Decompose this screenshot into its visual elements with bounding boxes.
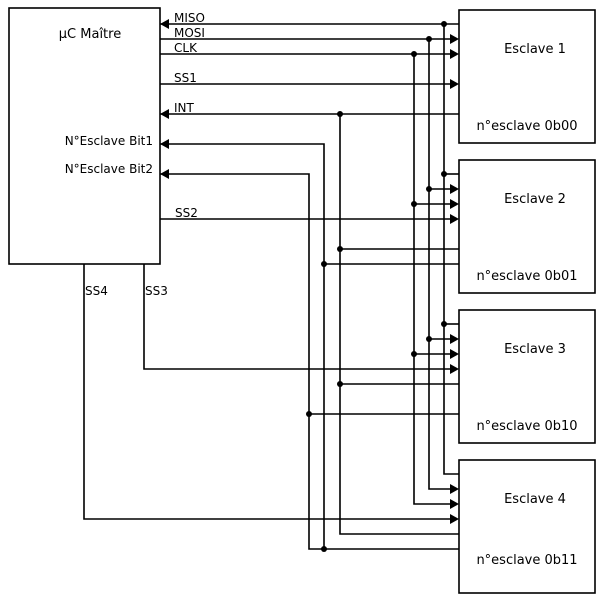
slave-address-2: n°esclave 0b01	[476, 269, 577, 284]
junction-dot	[441, 171, 447, 177]
junction-dot	[411, 351, 417, 357]
ss3-wire: SS3	[143, 264, 459, 374]
slave-title-3: Esclave 3	[504, 342, 566, 357]
slave-address-3: n°esclave 0b10	[476, 419, 577, 434]
junction-dot	[306, 411, 312, 417]
master-box	[8, 7, 161, 265]
arrow-right-icon	[450, 49, 459, 59]
junction-dot	[426, 336, 432, 342]
arrow-right-icon	[450, 514, 459, 524]
master-pin-bit2-label: N°Esclave Bit2	[65, 162, 153, 176]
bit2-arrow-icon	[160, 169, 169, 179]
arrow-right-icon	[450, 364, 459, 374]
slave-block-4: Esclave 4 n°esclave 0b11	[458, 459, 596, 594]
slave-box-1	[458, 9, 596, 144]
junction-dot	[411, 51, 417, 57]
arrow-right-icon	[450, 34, 459, 44]
arrow-right-icon	[450, 214, 459, 224]
slave-block-1: Esclave 1 n°esclave 0b00	[458, 9, 596, 144]
junction-dot	[337, 246, 343, 252]
master-block: µC Maître N°Esclave Bit1 N°Esclave Bit2	[8, 7, 161, 265]
master-pin-bit1-label: N°Esclave Bit1	[65, 134, 153, 148]
slave-box-4	[458, 459, 596, 594]
arrow-right-icon	[450, 79, 459, 89]
miso-wire: MISO	[160, 11, 459, 475]
ss1-label: SS1	[174, 71, 197, 85]
slave-title-2: Esclave 2	[504, 192, 566, 207]
mosi-label: MOSI	[174, 26, 205, 40]
ss2-wire: SS2	[160, 206, 459, 224]
mosi-wire: MOSI	[160, 26, 459, 494]
junction-dot	[441, 321, 447, 327]
ss2-label: SS2	[175, 206, 198, 220]
slave-title-4: Esclave 4	[504, 492, 566, 507]
junction-dot	[411, 201, 417, 207]
ss3-label: SS3	[145, 284, 168, 298]
slave-title-1: Esclave 1	[504, 42, 566, 57]
junction-dot	[441, 21, 447, 27]
clk-wire: CLK	[160, 41, 459, 509]
bit2-wire	[160, 169, 459, 550]
bit1-wire	[160, 139, 459, 552]
int-label: INT	[174, 101, 195, 115]
slave-block-2: Esclave 2 n°esclave 0b01	[458, 159, 596, 294]
arrow-right-icon	[450, 199, 459, 209]
junction-dot	[426, 36, 432, 42]
master-title: µC Maître	[59, 27, 121, 42]
int-wire: INT	[160, 101, 459, 535]
slave-address-4: n°esclave 0b11	[476, 553, 577, 568]
arrow-right-icon	[450, 499, 459, 509]
ss1-wire: SS1	[160, 71, 459, 89]
slave-address-1: n°esclave 0b00	[476, 119, 577, 134]
slave-box-3	[458, 309, 596, 444]
bit1-arrow-icon	[160, 139, 169, 149]
int-arrow-icon	[160, 109, 169, 119]
ss4-label: SS4	[85, 284, 108, 298]
arrow-right-icon	[450, 349, 459, 359]
slave-box-2	[458, 159, 596, 294]
slave-block-3: Esclave 3 n°esclave 0b10	[458, 309, 596, 444]
junction-dot	[337, 381, 343, 387]
ss4-wire: SS4	[83, 264, 459, 524]
junction-dot	[426, 186, 432, 192]
junction-dot	[321, 261, 327, 267]
arrow-right-icon	[450, 184, 459, 194]
miso-label: MISO	[174, 11, 205, 25]
arrow-right-icon	[450, 334, 459, 344]
miso-arrow-icon	[160, 19, 169, 29]
arrow-right-icon	[450, 484, 459, 494]
clk-label: CLK	[174, 41, 198, 55]
junction-dot	[337, 111, 343, 117]
